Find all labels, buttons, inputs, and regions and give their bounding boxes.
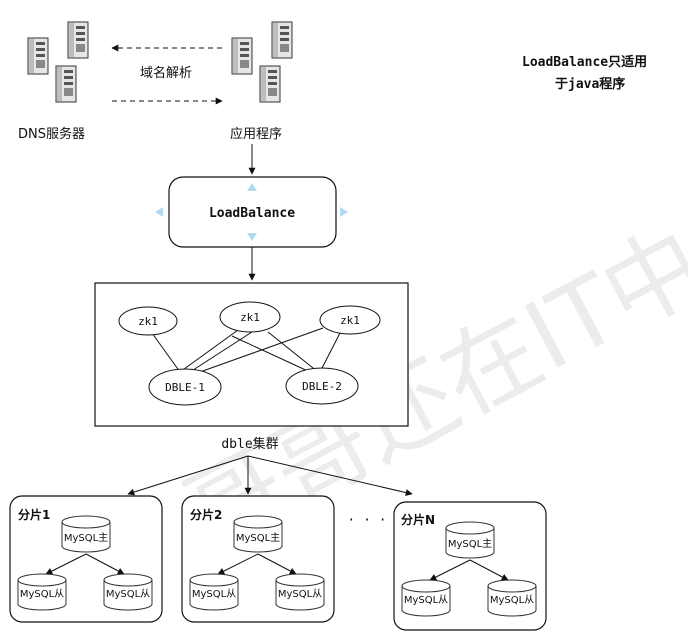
shard-2-slave-2-label: MySQL从 — [278, 589, 322, 600]
cluster-to-shardN-arrow — [247, 455, 413, 496]
note-line-2: 于java程序 — [555, 76, 625, 92]
zk-node-3-label: zk1 — [340, 314, 360, 327]
zk-node-2 — [219, 301, 281, 333]
lb-handle-bottom-icon — [247, 233, 257, 241]
lb-handle-right-icon — [340, 207, 348, 217]
cluster-to-shard1-arrow — [127, 455, 249, 496]
zk-node-2-label: zk1 — [240, 311, 260, 324]
shard-2-master-label: MySQL主 — [236, 532, 280, 544]
shard-2: 分片2 MySQL主 MySQL从 MySQL从 — [181, 495, 335, 623]
shard-1-slave-2-label: MySQL从 — [106, 589, 150, 600]
shard-1-slave-1-label: MySQL从 — [20, 589, 64, 600]
lb-handle-top-icon — [247, 183, 257, 191]
shard-n-master-label: MySQL主 — [448, 538, 492, 550]
cluster-connections — [151, 327, 341, 373]
domain-resolution-label: 域名解析 — [140, 65, 192, 81]
shard-1: 分片1 MySQL主 MySQL从 MySQL从 — [9, 495, 163, 623]
shard-2-slave-1-label: MySQL从 — [192, 589, 236, 600]
dble-node-1-label: DBLE-1 — [165, 381, 205, 394]
loadbalance-label: LoadBalance — [209, 206, 295, 221]
lb-handle-left-icon — [155, 207, 163, 217]
dble-node-2 — [285, 367, 359, 405]
dns-server-label: DNS服务器 — [18, 126, 85, 142]
shard-2-title: 分片2 — [190, 507, 222, 522]
shard-1-title: 分片1 — [18, 507, 50, 522]
shard-ellipsis: · · · — [347, 513, 386, 528]
dble-node-1 — [148, 368, 222, 406]
zk-node-1-label: zk1 — [138, 315, 158, 328]
shard-n: 分片N MySQL主 MySQL从 MySQL从 — [393, 501, 547, 631]
zk-node-3 — [319, 305, 381, 335]
dble-node-2-label: DBLE-2 — [302, 380, 342, 393]
shard-1-master-label: MySQL主 — [64, 532, 108, 544]
app-server-icon — [231, 21, 293, 103]
shard-n-slave-2-label: MySQL从 — [490, 595, 534, 606]
cluster-caption: dble集群 — [221, 436, 278, 452]
zk-node-1 — [118, 306, 178, 336]
app-server-label: 应用程序 — [230, 126, 282, 142]
note-line-1: LoadBalance只适用 — [522, 54, 647, 70]
shard-n-slave-1-label: MySQL从 — [404, 595, 448, 606]
shard-n-title: 分片N — [401, 512, 435, 527]
dns-server-icon — [27, 21, 89, 103]
